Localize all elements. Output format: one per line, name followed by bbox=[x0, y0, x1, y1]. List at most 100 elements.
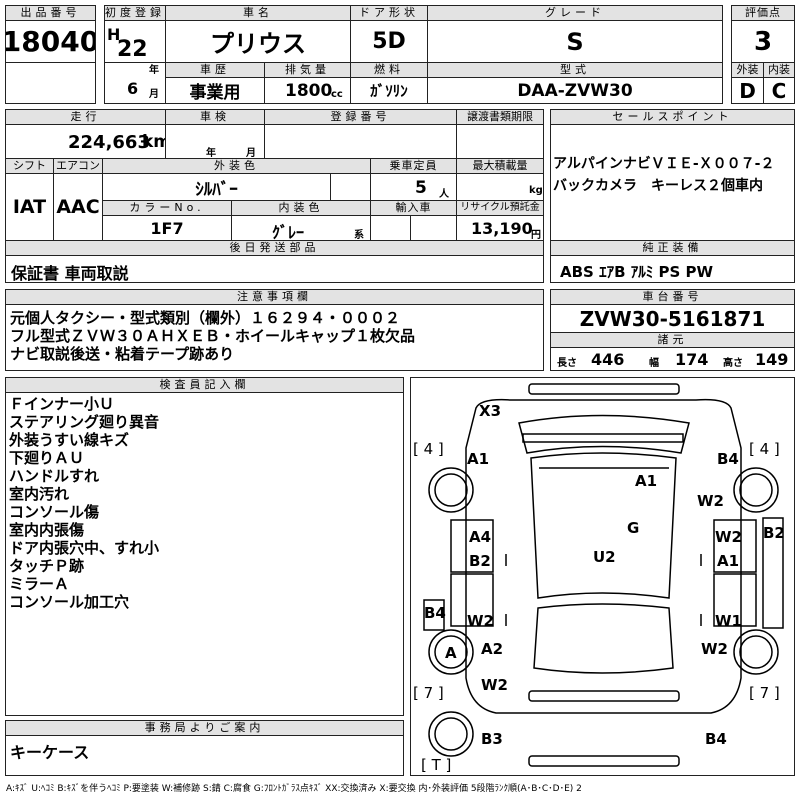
mark-x3: X3 bbox=[479, 402, 502, 420]
mileage: 224,663 bbox=[68, 132, 150, 153]
exterior-grade: D bbox=[731, 77, 764, 104]
month-unit: 月 bbox=[149, 89, 159, 100]
inspector-line-5: ハンドルすれ bbox=[9, 467, 100, 485]
sales-line-2: バックカメラ キーレス２個車内 bbox=[553, 178, 763, 194]
insp-year-unit: 年 bbox=[206, 148, 216, 159]
reg-no-label: 登録番号 bbox=[264, 109, 457, 125]
color-no-label: カラーNo. bbox=[102, 200, 232, 216]
mark-a1-front-left: A1 bbox=[467, 450, 490, 468]
inspector-line-8: 室内内張傷 bbox=[9, 521, 85, 539]
mark-b4-front-right: B4 bbox=[717, 450, 739, 468]
transfer-label: 譲渡書類期限 bbox=[456, 109, 544, 125]
inspector-line-1: Ｆインナー小Ｕ bbox=[9, 395, 115, 413]
lot-blank bbox=[5, 62, 96, 104]
exterior-label: 外装 bbox=[731, 62, 764, 78]
capacity-label: 乗車定員 bbox=[370, 158, 457, 174]
mark-w1-right: W1 bbox=[715, 612, 742, 630]
int-color-box: ｸﾞﾚｰ 系 bbox=[231, 215, 371, 241]
inspector-line-4: 下廻りＡＵ bbox=[9, 449, 85, 467]
inspector-line-2: ステアリング廻り異音 bbox=[9, 413, 160, 431]
lot-number: 18040 bbox=[5, 20, 96, 63]
later-parts-label: 後日発送部品 bbox=[5, 240, 544, 256]
inspector-line-6: 室内汚れ bbox=[9, 485, 70, 503]
year-unit: 年 bbox=[149, 65, 159, 76]
ext-color-blank bbox=[330, 173, 371, 201]
max-load-box: kg bbox=[456, 173, 544, 201]
insp-month-unit: 月 bbox=[246, 148, 256, 159]
tire-rear-left: [ 7 ] bbox=[413, 684, 444, 702]
later-parts-box: 保証書 車両取説 bbox=[5, 255, 544, 283]
car-name: プリウス bbox=[165, 20, 351, 63]
mark-b2-left: B2 bbox=[469, 552, 491, 570]
shift-label: シフト bbox=[5, 158, 54, 174]
inspector-line-12: コンソール加工穴 bbox=[9, 593, 130, 611]
int-color-unit: 系 bbox=[354, 230, 364, 241]
office-box: キーケース bbox=[5, 735, 404, 776]
specs-box: 長さ 446 幅 174 高さ 149 bbox=[550, 347, 795, 371]
transfer-value bbox=[456, 124, 544, 159]
history-label: 車歴 bbox=[165, 62, 265, 78]
height-label: 高さ bbox=[723, 358, 743, 369]
car-outline-svg bbox=[423, 383, 784, 767]
notes-box: 元個人タクシー・型式類別（欄外）１６２９４・０００２ フル型式ＺＶＷ３０ＡＨＸＥ… bbox=[5, 304, 544, 371]
recycle-label: リサイクル預託金 bbox=[456, 200, 544, 216]
inspector-line-10: タッチＰ跡 bbox=[9, 557, 85, 575]
import-b bbox=[410, 215, 457, 241]
sales-point-box: アルパインナビＶＩＥ-Ｘ００７-２ バックカメラ キーレス２個車内 bbox=[550, 124, 795, 241]
mark-b4-rear: B4 bbox=[705, 730, 727, 748]
mileage-unit: km bbox=[142, 132, 165, 152]
recycle: 13,190 bbox=[471, 219, 533, 238]
score: 3 bbox=[731, 20, 795, 63]
grade-label: グレード bbox=[427, 5, 723, 21]
inspector-label: 検査員記入欄 bbox=[5, 377, 404, 393]
notes-line-1: 元個人タクシー・型式類別（欄外）１６２９４・０００２ bbox=[10, 309, 401, 327]
int-color: ｸﾞﾚｰ bbox=[272, 223, 305, 241]
specs-label: 諸元 bbox=[550, 332, 795, 348]
displacement-box: 1800 cc bbox=[264, 77, 351, 104]
inspector-line-9: ドア内張穴中、すれ小 bbox=[9, 539, 160, 557]
mark-u2: U2 bbox=[593, 548, 616, 566]
inspection-box: 年 月 bbox=[165, 124, 265, 159]
inspector-box: Ｆインナー小Ｕ ステアリング廻り異音 外装うすい線キズ 下廻りＡＵ ハンドルすれ… bbox=[5, 392, 404, 716]
inspection-label: 車検 bbox=[165, 109, 265, 125]
width: 174 bbox=[675, 350, 709, 369]
mark-b4-left: B4 bbox=[424, 604, 446, 622]
max-load-label: 最大積載量 bbox=[456, 158, 544, 174]
width-label: 幅 bbox=[649, 358, 659, 369]
model-label: 型式 bbox=[427, 62, 723, 78]
shift: IAT bbox=[5, 173, 54, 241]
mark-w2-right: W2 bbox=[715, 528, 742, 546]
mark-w2-rear-right: W2 bbox=[701, 640, 728, 658]
fuel: ｶﾞｿﾘﾝ bbox=[350, 77, 428, 104]
aircon-label: エアコン bbox=[53, 158, 103, 174]
tire-front-left: [ 4 ] bbox=[413, 440, 444, 458]
grade: S bbox=[427, 20, 723, 63]
model: DAA-ZVW30 bbox=[427, 77, 723, 104]
import-a bbox=[370, 215, 411, 241]
reg-year: 22 bbox=[117, 37, 148, 62]
notes-label: 注意事項欄 bbox=[5, 289, 544, 305]
history: 事業用 bbox=[165, 77, 265, 104]
notes-line-2: フル型式ＺＶＷ３０ＡＨＸＥＢ・ホイールキャップ１枚欠品 bbox=[10, 327, 416, 345]
capacity-box: 5 人 bbox=[370, 173, 457, 201]
office-label: 事務局よりご案内 bbox=[5, 720, 404, 736]
mileage-label: 走行 bbox=[5, 109, 166, 125]
later-parts: 保証書 車両取説 bbox=[11, 264, 129, 283]
car-name-label: 車名 bbox=[165, 5, 351, 21]
reg-no bbox=[264, 124, 457, 159]
legend: A:ｷｽﾞ U:ﾍｺﾐ B:ｷｽﾞを伴うﾍｺﾐ P:要塗装 W:補修跡 S:錆 … bbox=[6, 784, 582, 794]
height: 149 bbox=[755, 350, 789, 369]
mark-a-tire: A bbox=[445, 644, 457, 662]
notes-line-3: ナビ取説後送・粘着テープ跡あり bbox=[10, 345, 235, 363]
inspector-line-7: コンソール傷 bbox=[9, 503, 100, 521]
tire-spare: [ T ] bbox=[421, 756, 452, 774]
max-load-unit: kg bbox=[529, 185, 543, 196]
doors-label: ドア形状 bbox=[350, 5, 428, 21]
mark-b2-right: B2 bbox=[763, 524, 785, 542]
inspector-line-11: ミラーＡ bbox=[9, 575, 70, 593]
sales-line-1: アルパインナビＶＩＥ-Ｘ００７-２ bbox=[553, 156, 775, 172]
chassis-number: ZVW30-5161871 bbox=[550, 304, 795, 333]
recycle-box: 13,190 円 bbox=[456, 215, 544, 241]
mark-b3: B3 bbox=[481, 730, 503, 748]
aircon: AAC bbox=[53, 173, 103, 241]
